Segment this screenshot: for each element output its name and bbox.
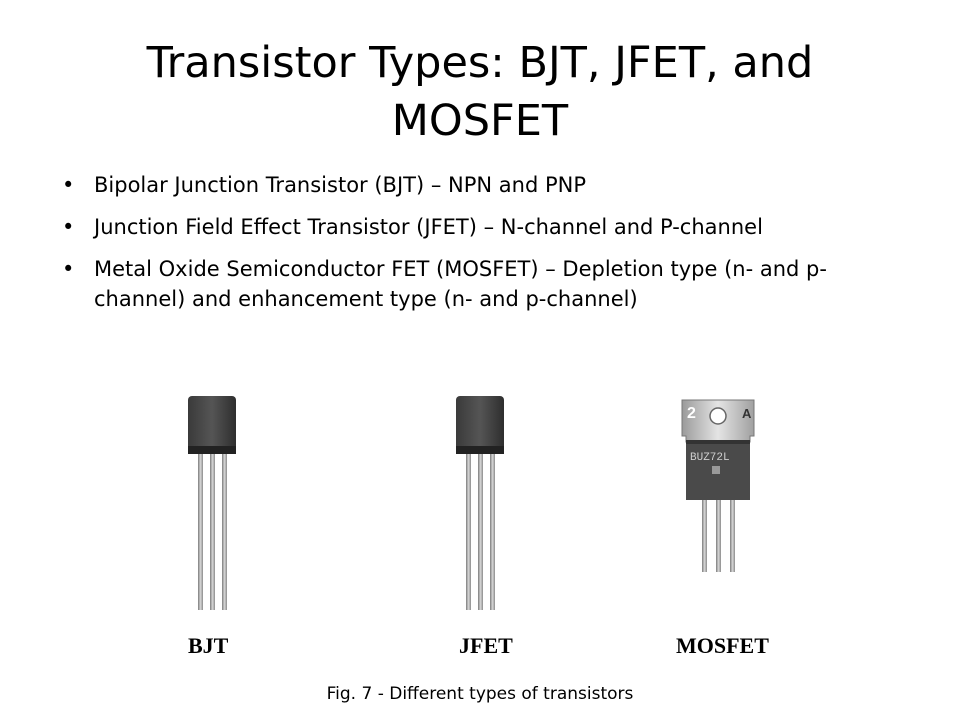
- mosfet-pin-number: 2: [687, 405, 696, 422]
- mosfet-part-code: BUZ72L: [690, 452, 730, 464]
- bullet-item-mosfet: • Metal Oxide Semiconductor FET (MOSFET)…: [62, 254, 912, 314]
- bjt-leg: [210, 444, 215, 610]
- jfet-label: JFET: [459, 633, 513, 658]
- bullet-dot-icon: •: [62, 257, 75, 281]
- jfet-leg: [490, 444, 495, 610]
- bullet-item-jfet: • Junction Field Effect Transistor (JFET…: [62, 212, 912, 242]
- bullet-dot-icon: •: [62, 215, 75, 239]
- bullet-item-bjt: • Bipolar Junction Transistor (BJT) – NP…: [62, 170, 912, 200]
- jfet-body: [456, 396, 504, 452]
- bullet-text: Junction Field Effect Transistor (JFET) …: [94, 215, 763, 239]
- mosfet-mount-hole: [709, 407, 727, 425]
- bjt-leg: [198, 444, 203, 610]
- mosfet-corner-letter: A: [742, 406, 752, 421]
- figure-caption: Fig. 7 - Different types of transistors: [326, 684, 634, 704]
- bullet-text: Metal Oxide Semiconductor FET (MOSFET) –…: [94, 257, 827, 311]
- bjt-body: [188, 396, 236, 452]
- bjt-leg: [222, 444, 227, 610]
- jfet-leg: [478, 444, 483, 610]
- bullet-dot-icon: •: [62, 173, 75, 197]
- mosfet-transistor-photo: 2 A BUZ72L: [681, 399, 755, 572]
- bullet-list: • Bipolar Junction Transistor (BJT) – NP…: [62, 170, 912, 326]
- mosfet-leg: [730, 496, 735, 572]
- mosfet-leg: [702, 496, 707, 572]
- slide-title: Transistor Types: BJT, JFET, and MOSFET: [146, 38, 814, 146]
- jfet-leg: [466, 444, 471, 610]
- bullet-text: Bipolar Junction Transistor (BJT) – NPN …: [94, 173, 586, 197]
- bjt-transistor-photo: [188, 396, 236, 610]
- jfet-transistor-photo: [456, 396, 504, 610]
- mosfet-leg: [716, 496, 721, 572]
- bjt-label: BJT: [188, 633, 229, 658]
- mosfet-label: MOSFET: [676, 633, 769, 658]
